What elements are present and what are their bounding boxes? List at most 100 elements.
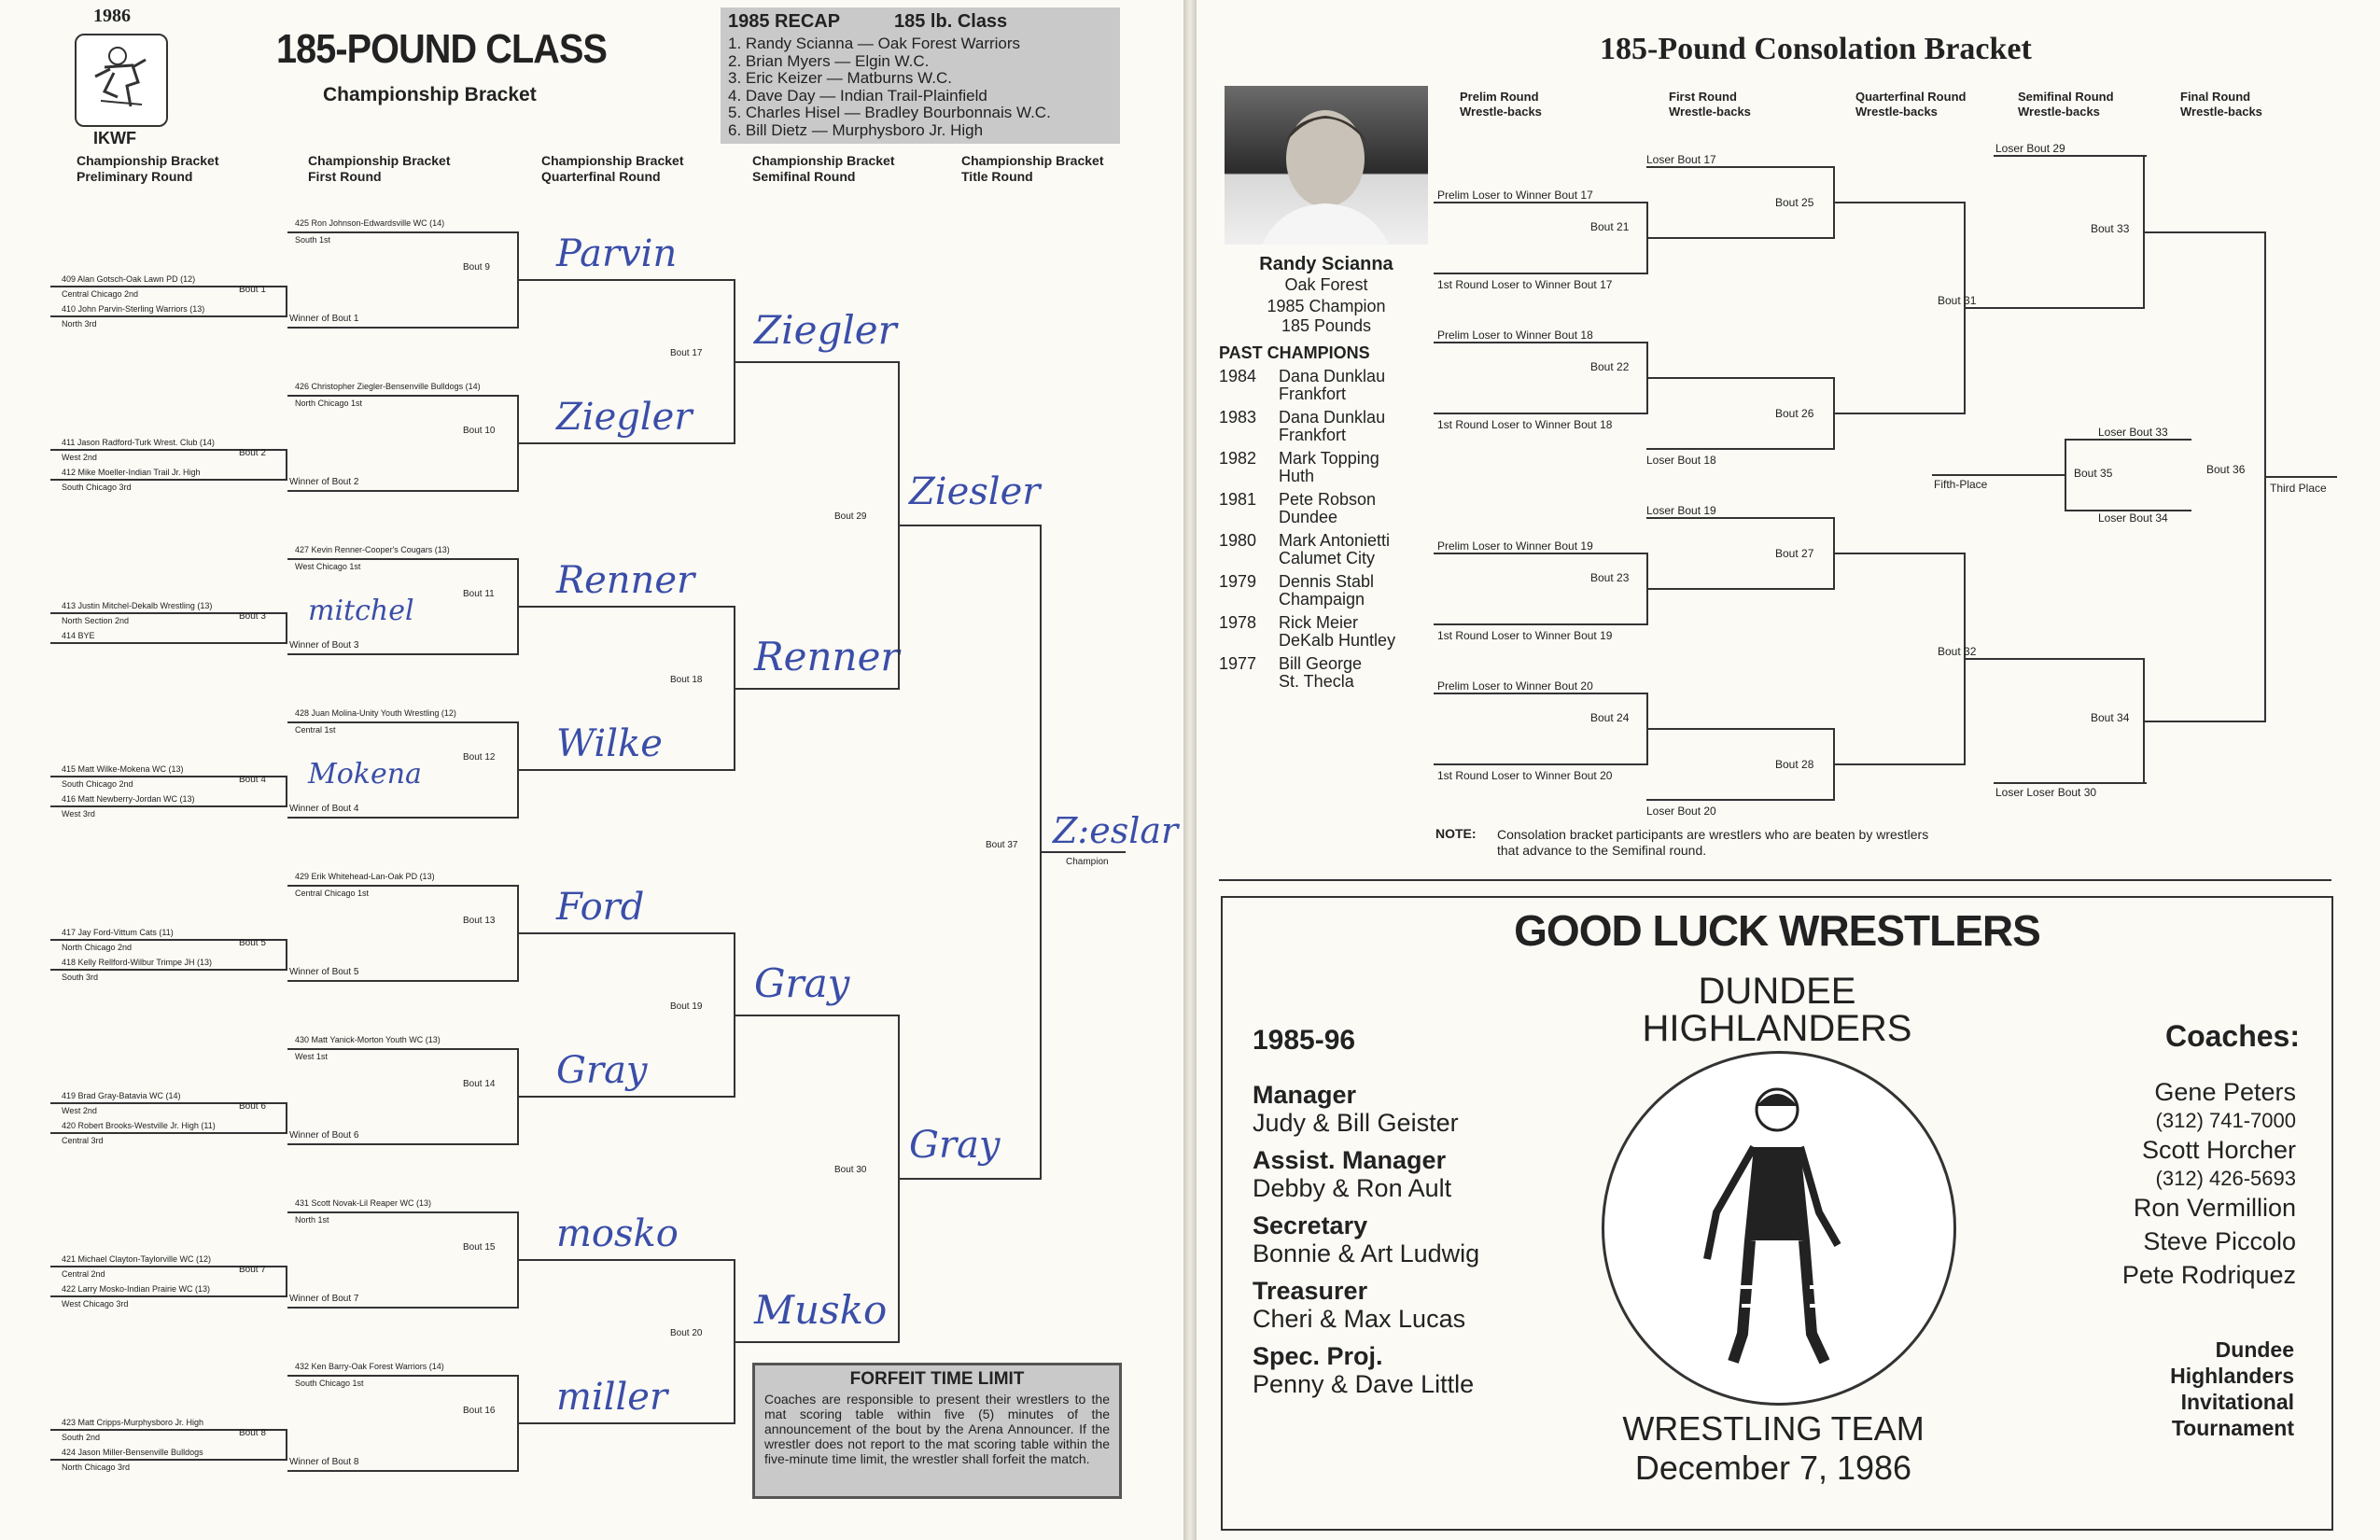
staff-name: Bonnie & Art Ludwig (1253, 1239, 1480, 1267)
coach-phone: (312) 741-7000 (2155, 1109, 2296, 1132)
cons-loser34: Loser Bout 34 (2098, 511, 2168, 525)
fifth-place-line (1932, 474, 2066, 476)
cons-bout-2: Bout 22 (1590, 360, 1630, 373)
qf-handwriting-6: Gray (556, 1049, 648, 1092)
bracket-line (287, 490, 519, 492)
bracket-line (1833, 728, 1835, 799)
bracket-line (1994, 782, 2147, 784)
cons-first-1: 1st Round Loser to Winner Bout 17 (1437, 278, 1613, 291)
quarter-entry-line (519, 932, 735, 934)
bracket-line (1646, 553, 1648, 625)
bracket-line (517, 1048, 519, 1145)
ad-footer-line2: December 7, 1986 (1634, 1449, 1912, 1487)
past-champion-town: Calumet City (1279, 549, 1376, 567)
bracket-line (50, 286, 287, 287)
prelim-a2-8: South 2nd (62, 1433, 101, 1442)
bracket-line (1040, 524, 1042, 1180)
champion-line1: 1985 Champion (1267, 297, 1386, 315)
final-entry-line (900, 524, 1042, 526)
semi-entry-line (735, 360, 900, 363)
final-handwriting-2: Gray (909, 1123, 1001, 1167)
first-seed-1: 425 Ron Johnson-Edwardsville WC (14) (295, 218, 445, 228)
champion-line (1042, 850, 1126, 853)
recap-title: 1985 RECAP (728, 11, 841, 32)
quarter-entry-line (519, 1096, 735, 1098)
bracket-line (1966, 307, 2143, 309)
bracket-line (2066, 439, 2191, 441)
champion-handwriting: Z:eslar (1053, 809, 1179, 851)
bracket-line (1434, 413, 1648, 414)
season-label: 1985-96 (1253, 1025, 1356, 1056)
champion-portrait-icon (1262, 110, 1389, 245)
bracket-line (50, 1295, 287, 1297)
qf-handwriting-4: Wilke (556, 722, 663, 765)
cons-header-4-line2: Wrestle-backs (2018, 105, 2100, 119)
cons-header-3-line2: Wrestle-backs (1855, 105, 1938, 119)
semi-handwriting-2: Renner (754, 633, 900, 679)
cons-header-1-line2: Wrestle-backs (1460, 105, 1542, 119)
prelim-b-5: 418 Kelly Rellford-Wilbur Trimpe JH (13) (62, 958, 213, 967)
bracket-line (286, 939, 287, 971)
cons-bout-4: Bout 24 (1590, 711, 1630, 724)
first-seed2-5: Central Chicago 1st (295, 889, 370, 898)
ad-title: GOOD LUCK WRESTLERS (1514, 906, 2041, 955)
staff-name: Debby & Ron Ault (1253, 1174, 1452, 1202)
prelim-b2-7: West Chicago 3rd (62, 1299, 129, 1309)
champion-town: Oak Forest (1284, 275, 1368, 294)
prelim-b2-4: West 3rd (62, 809, 95, 819)
qf-handwriting-3: Renner (556, 559, 695, 602)
first-winner-8: Winner of Bout 8 (289, 1457, 359, 1467)
cons-loser-2: Loser Bout 18 (1646, 454, 1716, 467)
bracket-line (1646, 693, 1648, 765)
first-seed-5: 429 Erik Whitehead-Lan-Oak PD (13) (295, 872, 435, 881)
prelim-bout-8: Bout 8 (239, 1428, 266, 1438)
staff-role: Spec. Proj. (1253, 1342, 1383, 1370)
ad-box (1221, 896, 2333, 1531)
cons-qbout-2: Bout 26 (1775, 407, 1814, 420)
bracket-line (286, 612, 287, 644)
first-seed-8: 432 Ken Barry-Oak Forest Warriors (14) (295, 1362, 444, 1371)
past-champion-town: Dundee (1279, 508, 1338, 526)
round-header-2-line2: First Round (308, 169, 382, 184)
recap-item: 3. Eric Keizer — Matburns W.C. (728, 69, 952, 87)
prelim-handwriting-2: Mokena (308, 758, 422, 791)
past-champion-town: Champaign (1279, 590, 1365, 609)
prelim-bout-6: Bout 6 (239, 1101, 266, 1112)
cons-header-2-line1: First Round (1669, 90, 1737, 104)
prelim-a2-2: West 2nd (62, 453, 97, 462)
staff-name: Penny & Dave Little (1253, 1370, 1475, 1398)
prelim-bout-7: Bout 7 (239, 1265, 266, 1275)
recap-item: 4. Dave Day — Indian Trail-Plainfield (728, 86, 987, 105)
round-header-1-line2: Preliminary Round (77, 169, 193, 184)
note-text: Consolation bracket participants are wre… (1497, 827, 1929, 858)
bracket-line (287, 1375, 519, 1377)
prelim-a-5: 417 Jay Ford-Vittum Cats (11) (62, 928, 174, 937)
prelim-b2-6: Central 3rd (62, 1136, 104, 1145)
final-handwriting-1: Ziesler (909, 469, 1041, 513)
cons-bout33: Bout 33 (2091, 221, 2130, 235)
bracket-line (287, 817, 519, 819)
cons-bout35: Bout 35 (2074, 467, 2113, 480)
first-winner-7: Winner of Bout 7 (289, 1294, 359, 1304)
bracket-line (287, 395, 519, 397)
champion-line2: 185 Pounds (1281, 316, 1372, 335)
bracket-line (50, 612, 287, 614)
bracket-line (2143, 155, 2145, 309)
bracket-line (1434, 202, 1648, 203)
past-champion-year: 1979 (1219, 572, 1257, 591)
bracket-line (1646, 448, 1835, 450)
cons-quarter-out (1835, 413, 1966, 414)
cons-header-2-line2: Wrestle-backs (1669, 105, 1751, 119)
past-champion-year: 1984 (1219, 367, 1257, 385)
prelim-a-4: 415 Matt Wilke-Mokena WC (13) (62, 764, 184, 774)
quarter-entry-line (519, 769, 735, 771)
prelim-a2-3: North Section 2nd (62, 616, 130, 625)
past-champion-year: 1977 (1219, 654, 1257, 673)
